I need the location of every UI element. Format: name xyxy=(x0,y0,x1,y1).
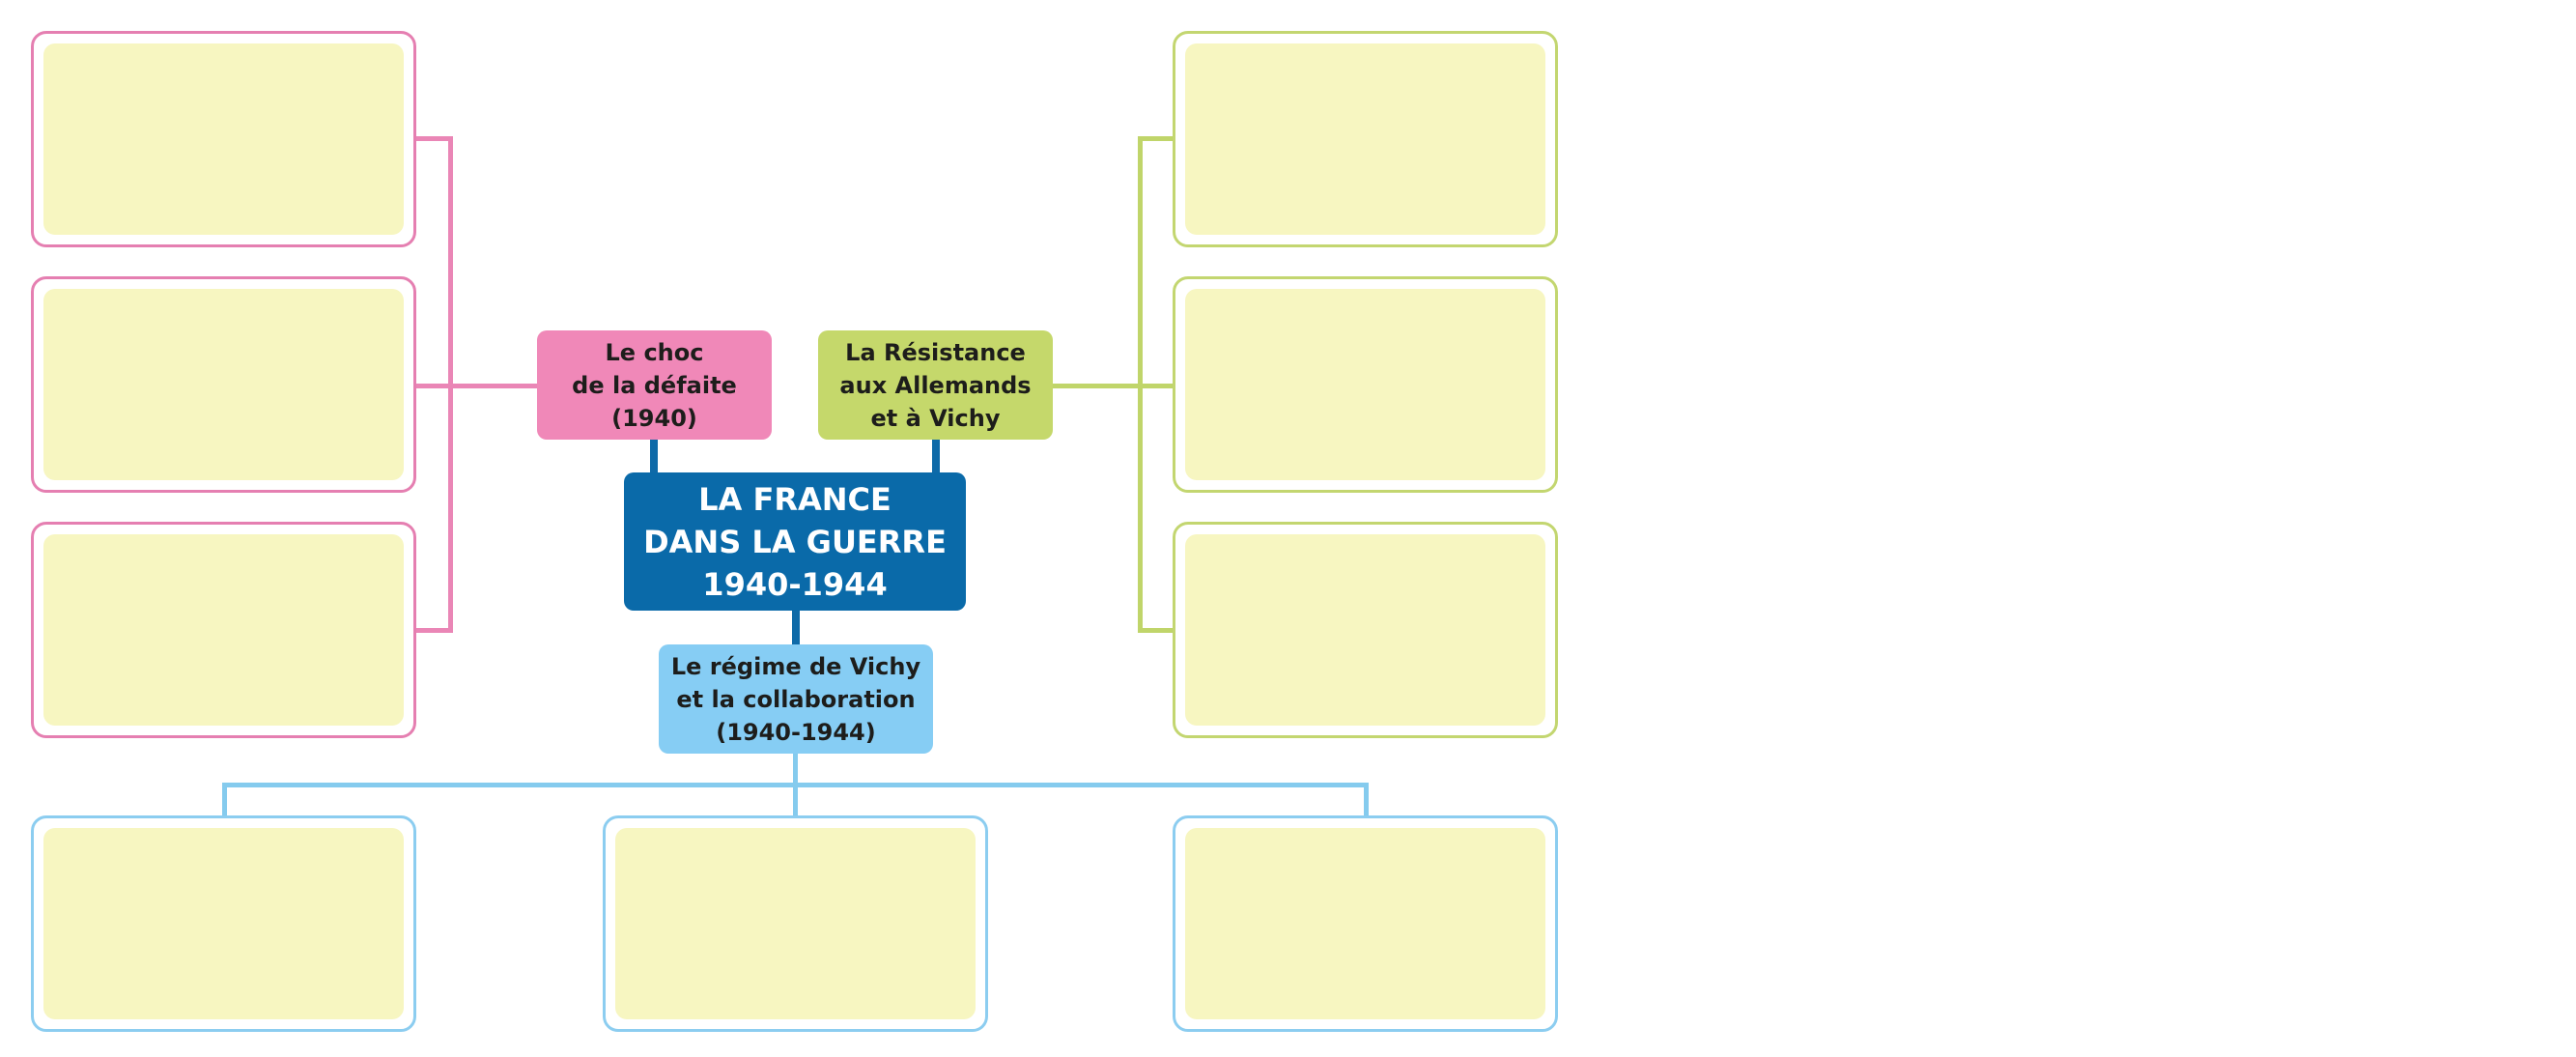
answer-box-fill xyxy=(1185,828,1545,1019)
answer-box-defaite-3[interactable] xyxy=(31,522,416,738)
branch-vichy-label: Le régime de Vichy et la collaboration (… xyxy=(670,652,921,746)
answer-box-vichy-2[interactable] xyxy=(603,815,988,1032)
answer-box-resistance-1[interactable] xyxy=(1173,31,1558,247)
connector-vichy-horizontal xyxy=(222,783,1369,787)
branch-vichy: Le régime de Vichy et la collaboration (… xyxy=(659,644,933,754)
answer-box-vichy-1[interactable] xyxy=(31,815,416,1032)
answer-box-defaite-2[interactable] xyxy=(31,276,416,493)
answer-box-fill xyxy=(1185,289,1545,480)
answer-box-fill xyxy=(43,534,404,726)
answer-box-fill xyxy=(43,828,404,1019)
connector-defaite-top xyxy=(416,136,453,141)
connector-central-resistance xyxy=(932,435,940,475)
connector-defaite-middle xyxy=(416,384,538,388)
connector-vichy-left xyxy=(222,783,227,817)
answer-box-fill xyxy=(615,828,976,1019)
answer-box-defaite-1[interactable] xyxy=(31,31,416,247)
connector-vichy-right xyxy=(1364,783,1369,817)
answer-box-fill xyxy=(43,289,404,480)
branch-defaite: Le choc de la défaite (1940) xyxy=(537,330,772,440)
connector-resistance-top xyxy=(1138,136,1175,141)
connector-central-vichy xyxy=(792,609,800,647)
connector-resistance-middle xyxy=(1050,384,1175,388)
connector-defaite-bottom xyxy=(416,628,453,633)
answer-box-fill xyxy=(1185,43,1545,235)
branch-resistance-label: La Résistance aux Allemands et à Vichy xyxy=(839,338,1032,432)
answer-box-resistance-3[interactable] xyxy=(1173,522,1558,738)
branch-resistance: La Résistance aux Allemands et à Vichy xyxy=(818,330,1053,440)
answer-box-fill xyxy=(1185,534,1545,726)
answer-box-resistance-2[interactable] xyxy=(1173,276,1558,493)
connector-central-defaite xyxy=(650,435,658,475)
connector-resistance-bottom xyxy=(1138,628,1175,633)
central-topic-label: LA FRANCE DANS LA GUERRE 1940-1944 xyxy=(643,480,947,603)
answer-box-vichy-3[interactable] xyxy=(1173,815,1558,1032)
central-topic: LA FRANCE DANS LA GUERRE 1940-1944 xyxy=(624,472,966,611)
branch-defaite-label: Le choc de la défaite (1940) xyxy=(572,338,737,432)
answer-box-fill xyxy=(43,43,404,235)
